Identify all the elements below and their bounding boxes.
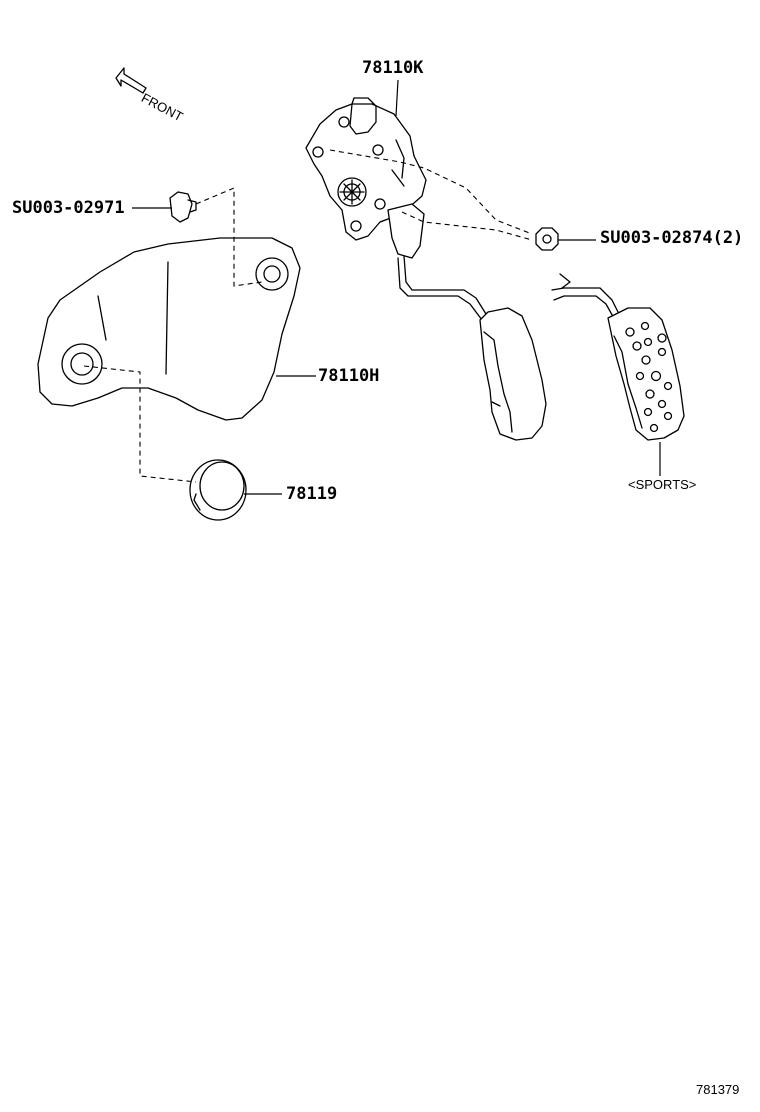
part-label-78110k[interactable]: 78110K [362,58,424,78]
pedal-sensor-assembly[interactable] [305,97,547,441]
front-arrow-icon [115,67,147,94]
diagram-code: 781379 [696,1082,740,1097]
bolt-su003-02971[interactable] [169,191,197,223]
assembly-guide-lines [83,149,533,483]
part-label-78110h[interactable]: 78110H [318,366,380,386]
part-label-su003-02874[interactable]: SU003-02874(2) [600,228,744,248]
sports-pedal[interactable] [551,273,685,476]
pedal-cover[interactable] [37,237,301,421]
part-label-78119[interactable]: 78119 [286,484,338,504]
plug-78119[interactable] [189,459,247,521]
sports-variant-label: <SPORTS> [628,477,697,492]
part-label-su003-02971[interactable]: SU003-02971 [12,198,125,218]
leader-lines [132,79,596,495]
nut-su003-02874[interactable] [535,227,559,251]
